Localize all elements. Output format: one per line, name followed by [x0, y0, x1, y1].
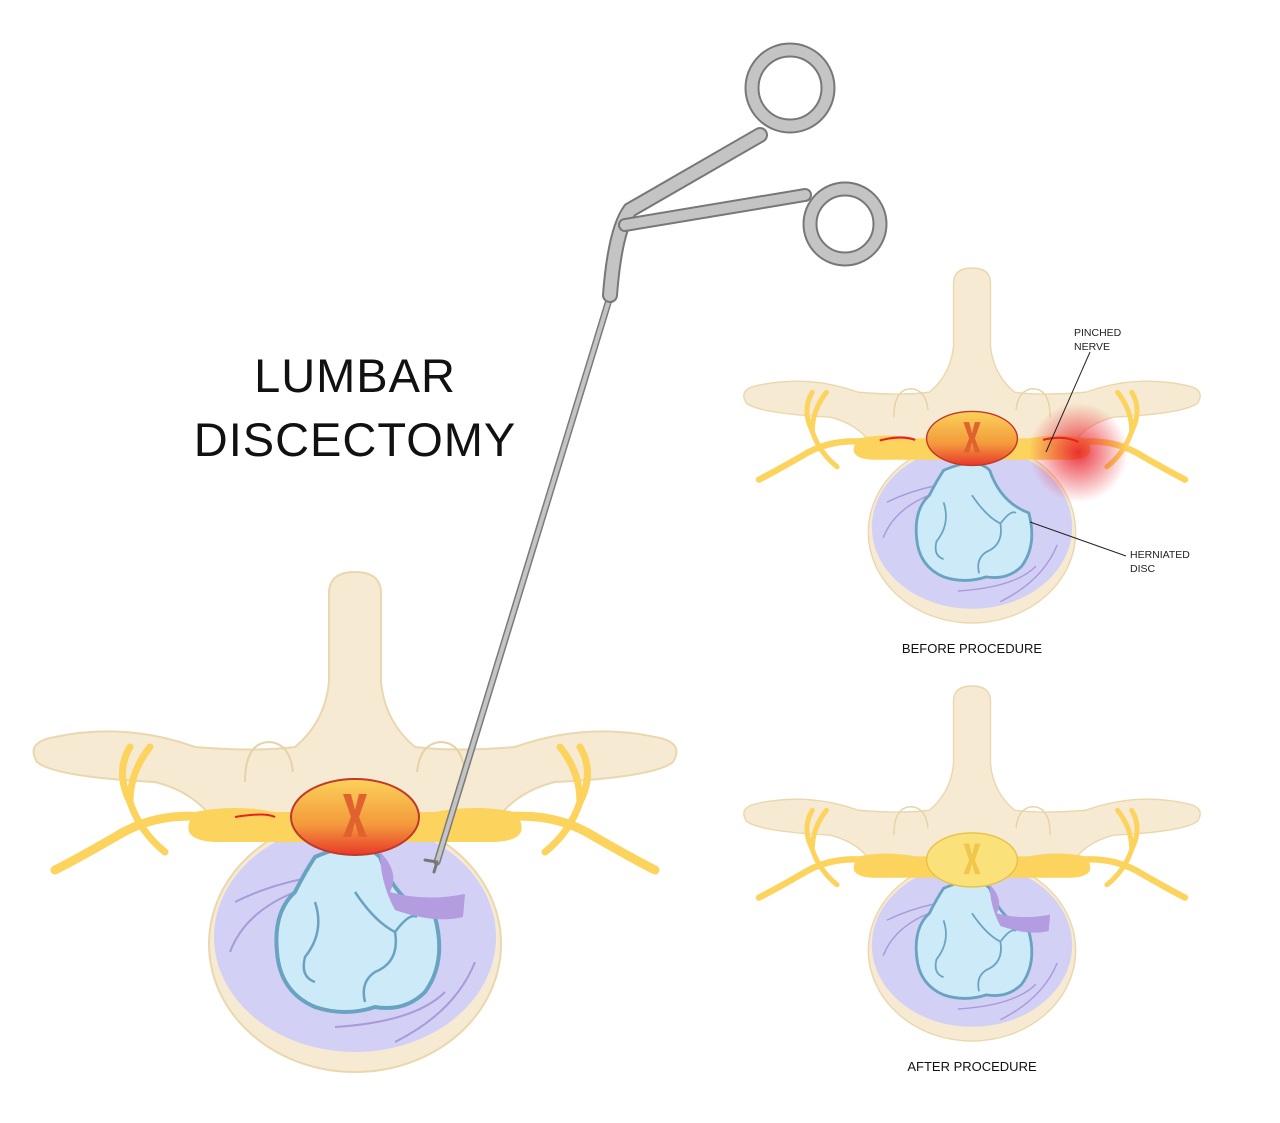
after-vertebra	[744, 686, 1200, 1041]
label-line: DISC	[1130, 563, 1156, 575]
after-caption: AFTER PROCEDURE	[907, 1059, 1037, 1074]
label-line: NERVE	[1074, 341, 1110, 353]
page-title: LUMBAR DISCECTOMY	[180, 344, 530, 472]
before-vertebra	[744, 268, 1200, 623]
title-line-1: LUMBAR	[254, 349, 456, 402]
before-caption: BEFORE PROCEDURE	[901, 641, 1043, 656]
leader-lines	[1029, 351, 1127, 557]
label-line: HERNIATED	[1130, 549, 1190, 561]
main-vertebra	[34, 572, 677, 1072]
label-line: PINCHED	[1074, 327, 1122, 339]
title-line-2: DISCECTOMY	[193, 413, 517, 466]
pinched-nerve-label: PINCHED NERVE	[1074, 326, 1121, 354]
herniated-disc-label: HERNIATED DISC	[1130, 548, 1190, 576]
rongeur-instrument	[423, 42, 888, 874]
